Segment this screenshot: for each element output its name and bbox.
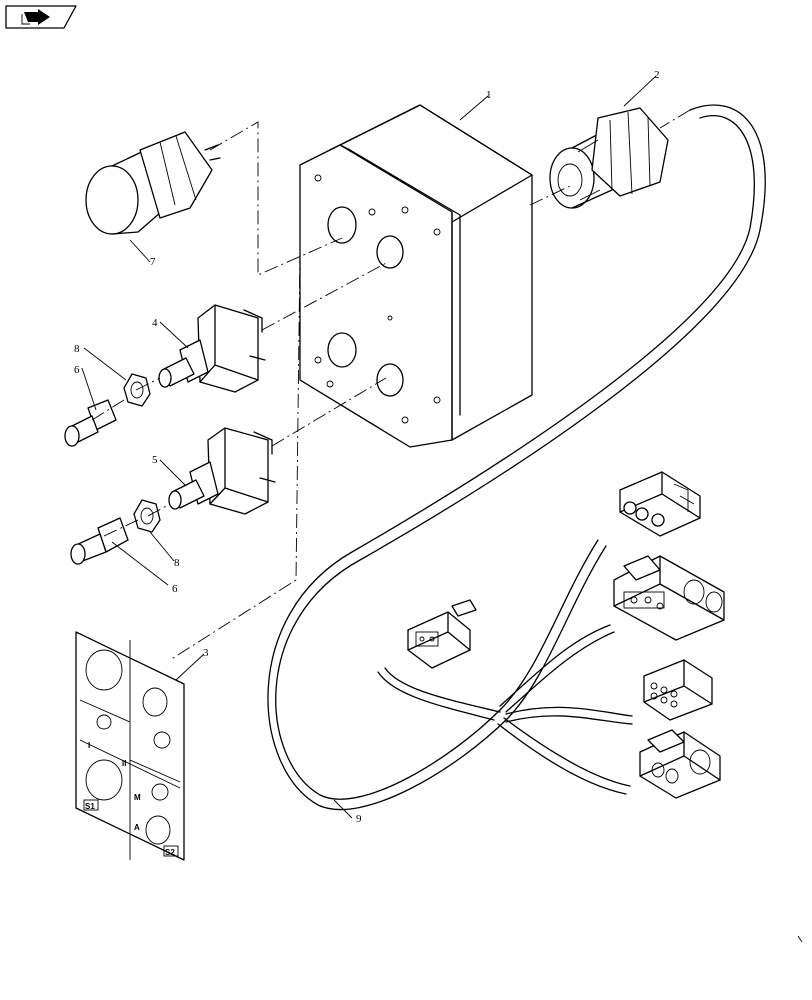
connector-lower [639, 729, 721, 799]
panel-mark-m: M [134, 793, 141, 802]
toggle-switch-upper [158, 304, 266, 393]
wire-harness [267, 104, 766, 811]
panel-code-s2: S2 [165, 848, 175, 857]
callout-6-lower: 6 [172, 583, 178, 595]
toggle-switch-lower [168, 427, 276, 515]
leader-lines [81, 75, 657, 819]
panel-code-s1: S1 [85, 802, 95, 811]
connector-upper [619, 471, 701, 537]
alignment-lines [91, 109, 691, 661]
panel-mark-ii: II [122, 759, 126, 768]
callout-3: 3 [203, 647, 209, 659]
decal-panel: I II M A S1 S2 [75, 631, 185, 861]
connector-six-pin [643, 659, 713, 721]
callout-4: 4 [152, 317, 158, 329]
callout-2: 2 [654, 69, 660, 81]
book-page-arrow-icon[interactable] [5, 5, 77, 29]
callout-8-lower: 8 [174, 557, 180, 569]
enclosure-box [299, 104, 533, 448]
cable-gland [549, 107, 669, 209]
callout-labels: 1 2 3 4 5 6 6 7 8 8 9 [74, 69, 660, 825]
push-button [85, 131, 221, 235]
connector-large [613, 555, 725, 641]
hex-nut-lower [133, 499, 161, 533]
panel-mark-i: I [88, 741, 90, 750]
connector-small [407, 599, 477, 669]
callout-9: 9 [356, 813, 362, 825]
callout-5: 5 [152, 454, 158, 466]
toggle-cap-upper [64, 399, 117, 447]
callout-6-upper: 6 [74, 364, 80, 376]
callout-8-upper: 8 [74, 343, 80, 355]
corner-mark [797, 935, 803, 943]
panel-mark-a: A [134, 823, 140, 832]
callout-1: 1 [486, 89, 492, 101]
callout-7: 7 [150, 256, 156, 268]
toggle-cap-lower [70, 517, 129, 565]
